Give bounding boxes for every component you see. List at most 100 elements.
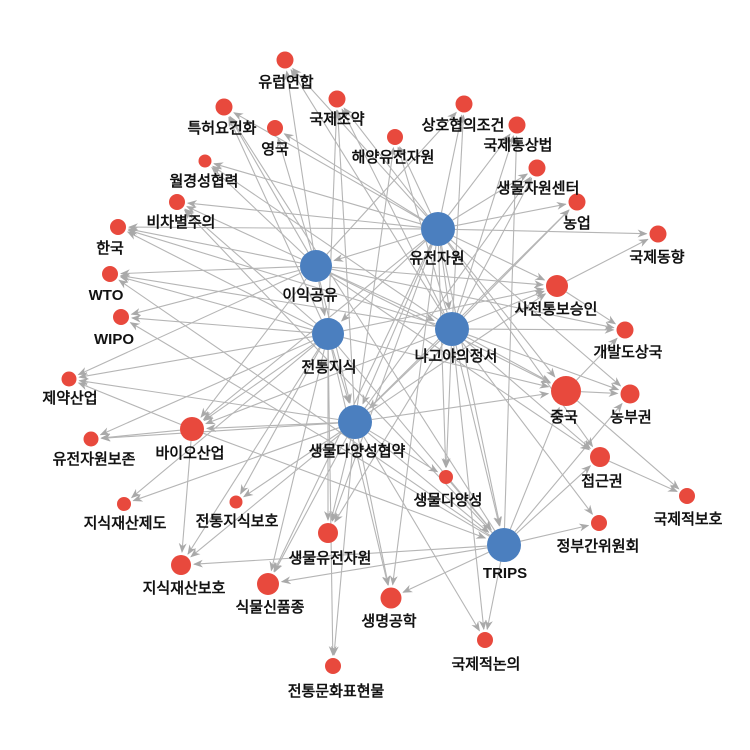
- edge-bs-wipo: [130, 269, 301, 316]
- edge-cbd-ipprot: [190, 432, 343, 558]
- edge-bs-eu: [284, 70, 315, 251]
- node-intldisc[interactable]: [477, 632, 493, 648]
- node-label-tk: 전통지식: [301, 359, 356, 376]
- node-label-igc: 정부간위원회: [557, 537, 640, 555]
- node-label-trend: 국제동향: [629, 249, 684, 266]
- node-mat[interactable]: [455, 95, 473, 113]
- node-patent[interactable]: [215, 98, 233, 116]
- edge-layer: [77, 67, 680, 656]
- node-transb[interactable]: [198, 154, 212, 168]
- node-access[interactable]: [590, 447, 610, 467]
- node-brc[interactable]: [528, 159, 546, 177]
- edge-gr-patent: [233, 112, 424, 222]
- node-wto[interactable]: [102, 266, 118, 282]
- edge-np-farmers: [467, 334, 620, 391]
- node-korea[interactable]: [110, 219, 126, 235]
- node-label-bioind: 바이오산업: [155, 444, 224, 462]
- node-biodiv[interactable]: [439, 470, 453, 484]
- node-pic[interactable]: [546, 275, 568, 297]
- node-pvp[interactable]: [257, 573, 279, 595]
- node-grconserv[interactable]: [83, 431, 99, 447]
- node-tkprot[interactable]: [229, 495, 243, 509]
- edge-tk-wto: [119, 275, 313, 331]
- node-np[interactable]: [435, 312, 469, 346]
- node-label-agri: 농업: [563, 215, 591, 232]
- edge-np-biogr: [334, 343, 444, 523]
- node-trips[interactable]: [487, 528, 521, 562]
- node-intlprot[interactable]: [679, 488, 695, 504]
- edge-np-eu: [290, 68, 444, 315]
- edge-gr-pic: [453, 235, 546, 281]
- node-gr[interactable]: [421, 212, 455, 246]
- edge-np-trade: [456, 135, 515, 313]
- node-label-tkprot: 전통지식보호: [196, 513, 279, 530]
- node-label-gr: 유전자원: [409, 250, 464, 267]
- node-treaty[interactable]: [328, 90, 346, 108]
- edge-gr-treaty: [343, 107, 429, 216]
- node-label-wipo: WIPO: [94, 331, 134, 348]
- edge-trips-trade: [503, 135, 521, 529]
- edge-bs-devel: [331, 268, 615, 330]
- edge-trips-intldisc: [485, 561, 502, 631]
- edge-np-intldisc: [453, 345, 487, 631]
- node-label-wto: WTO: [89, 287, 124, 304]
- node-ipsys[interactable]: [117, 497, 131, 511]
- edge-china-devel: [576, 337, 618, 381]
- edge-tk-ipprot: [187, 347, 320, 555]
- edge-gr-trade: [447, 133, 511, 216]
- edge-cbd-treaty: [334, 109, 355, 406]
- edge-bs-np: [330, 272, 435, 322]
- edge-np-trips: [455, 345, 502, 527]
- edge-cbd-pvp: [274, 436, 348, 573]
- node-trend[interactable]: [649, 225, 667, 243]
- node-cbd[interactable]: [338, 405, 372, 439]
- node-label-trade: 국제통상법: [483, 137, 552, 154]
- node-nondisc[interactable]: [169, 194, 185, 210]
- node-uk[interactable]: [267, 120, 283, 136]
- node-biogr[interactable]: [318, 523, 338, 543]
- edge-tk-biotech: [331, 349, 390, 586]
- node-bs[interactable]: [300, 250, 332, 282]
- edge-tk-tkprot: [240, 347, 321, 495]
- node-agri[interactable]: [568, 193, 586, 211]
- edge-gr-tk: [340, 240, 427, 322]
- edge-cbd-ipsys: [132, 427, 340, 502]
- edge-trips-ipprot: [193, 545, 488, 568]
- node-tce[interactable]: [325, 658, 341, 674]
- node-trade[interactable]: [508, 116, 526, 134]
- node-igc[interactable]: [591, 515, 607, 531]
- edge-access-intlprot: [608, 460, 678, 493]
- edge-tk-patent: [228, 116, 322, 320]
- node-label-uk: 영국: [261, 140, 289, 158]
- edge-bs-wto: [120, 266, 301, 278]
- node-china[interactable]: [551, 376, 581, 406]
- edge-bs-korea: [127, 226, 301, 264]
- edge-bs-mat: [326, 111, 457, 255]
- edge-trips-farmers: [514, 402, 623, 533]
- edge-biodiv-trips: [450, 481, 492, 531]
- node-eu[interactable]: [276, 51, 294, 69]
- node-marine[interactable]: [387, 129, 403, 145]
- edge-bs-access: [328, 274, 591, 451]
- node-devel[interactable]: [616, 321, 634, 339]
- node-pharma[interactable]: [61, 371, 77, 387]
- edge-bs-pic: [331, 266, 544, 289]
- edge-tk-trips: [337, 345, 492, 531]
- edge-trips-wto: [118, 279, 491, 536]
- node-farmers[interactable]: [620, 384, 640, 404]
- node-label-pvp: 식물신품종: [235, 599, 304, 616]
- node-wipo[interactable]: [113, 309, 129, 325]
- edge-gr-mat: [440, 114, 464, 213]
- edge-gr-biogr: [331, 244, 433, 522]
- edge-gr-korea: [128, 223, 422, 232]
- node-label-intldisc: 국제적논의: [451, 655, 520, 673]
- node-ipprot[interactable]: [171, 555, 191, 575]
- node-bioind[interactable]: [180, 417, 204, 441]
- edge-china-intlprot: [576, 400, 680, 490]
- node-tk[interactable]: [312, 318, 344, 350]
- node-label-biogr: 생물유전자원: [289, 550, 372, 567]
- node-label-trips: TRIPS: [483, 565, 527, 582]
- edge-tk-tce: [327, 349, 337, 656]
- node-label-eu: 유럽연합: [258, 74, 313, 91]
- node-biotech[interactable]: [380, 587, 402, 609]
